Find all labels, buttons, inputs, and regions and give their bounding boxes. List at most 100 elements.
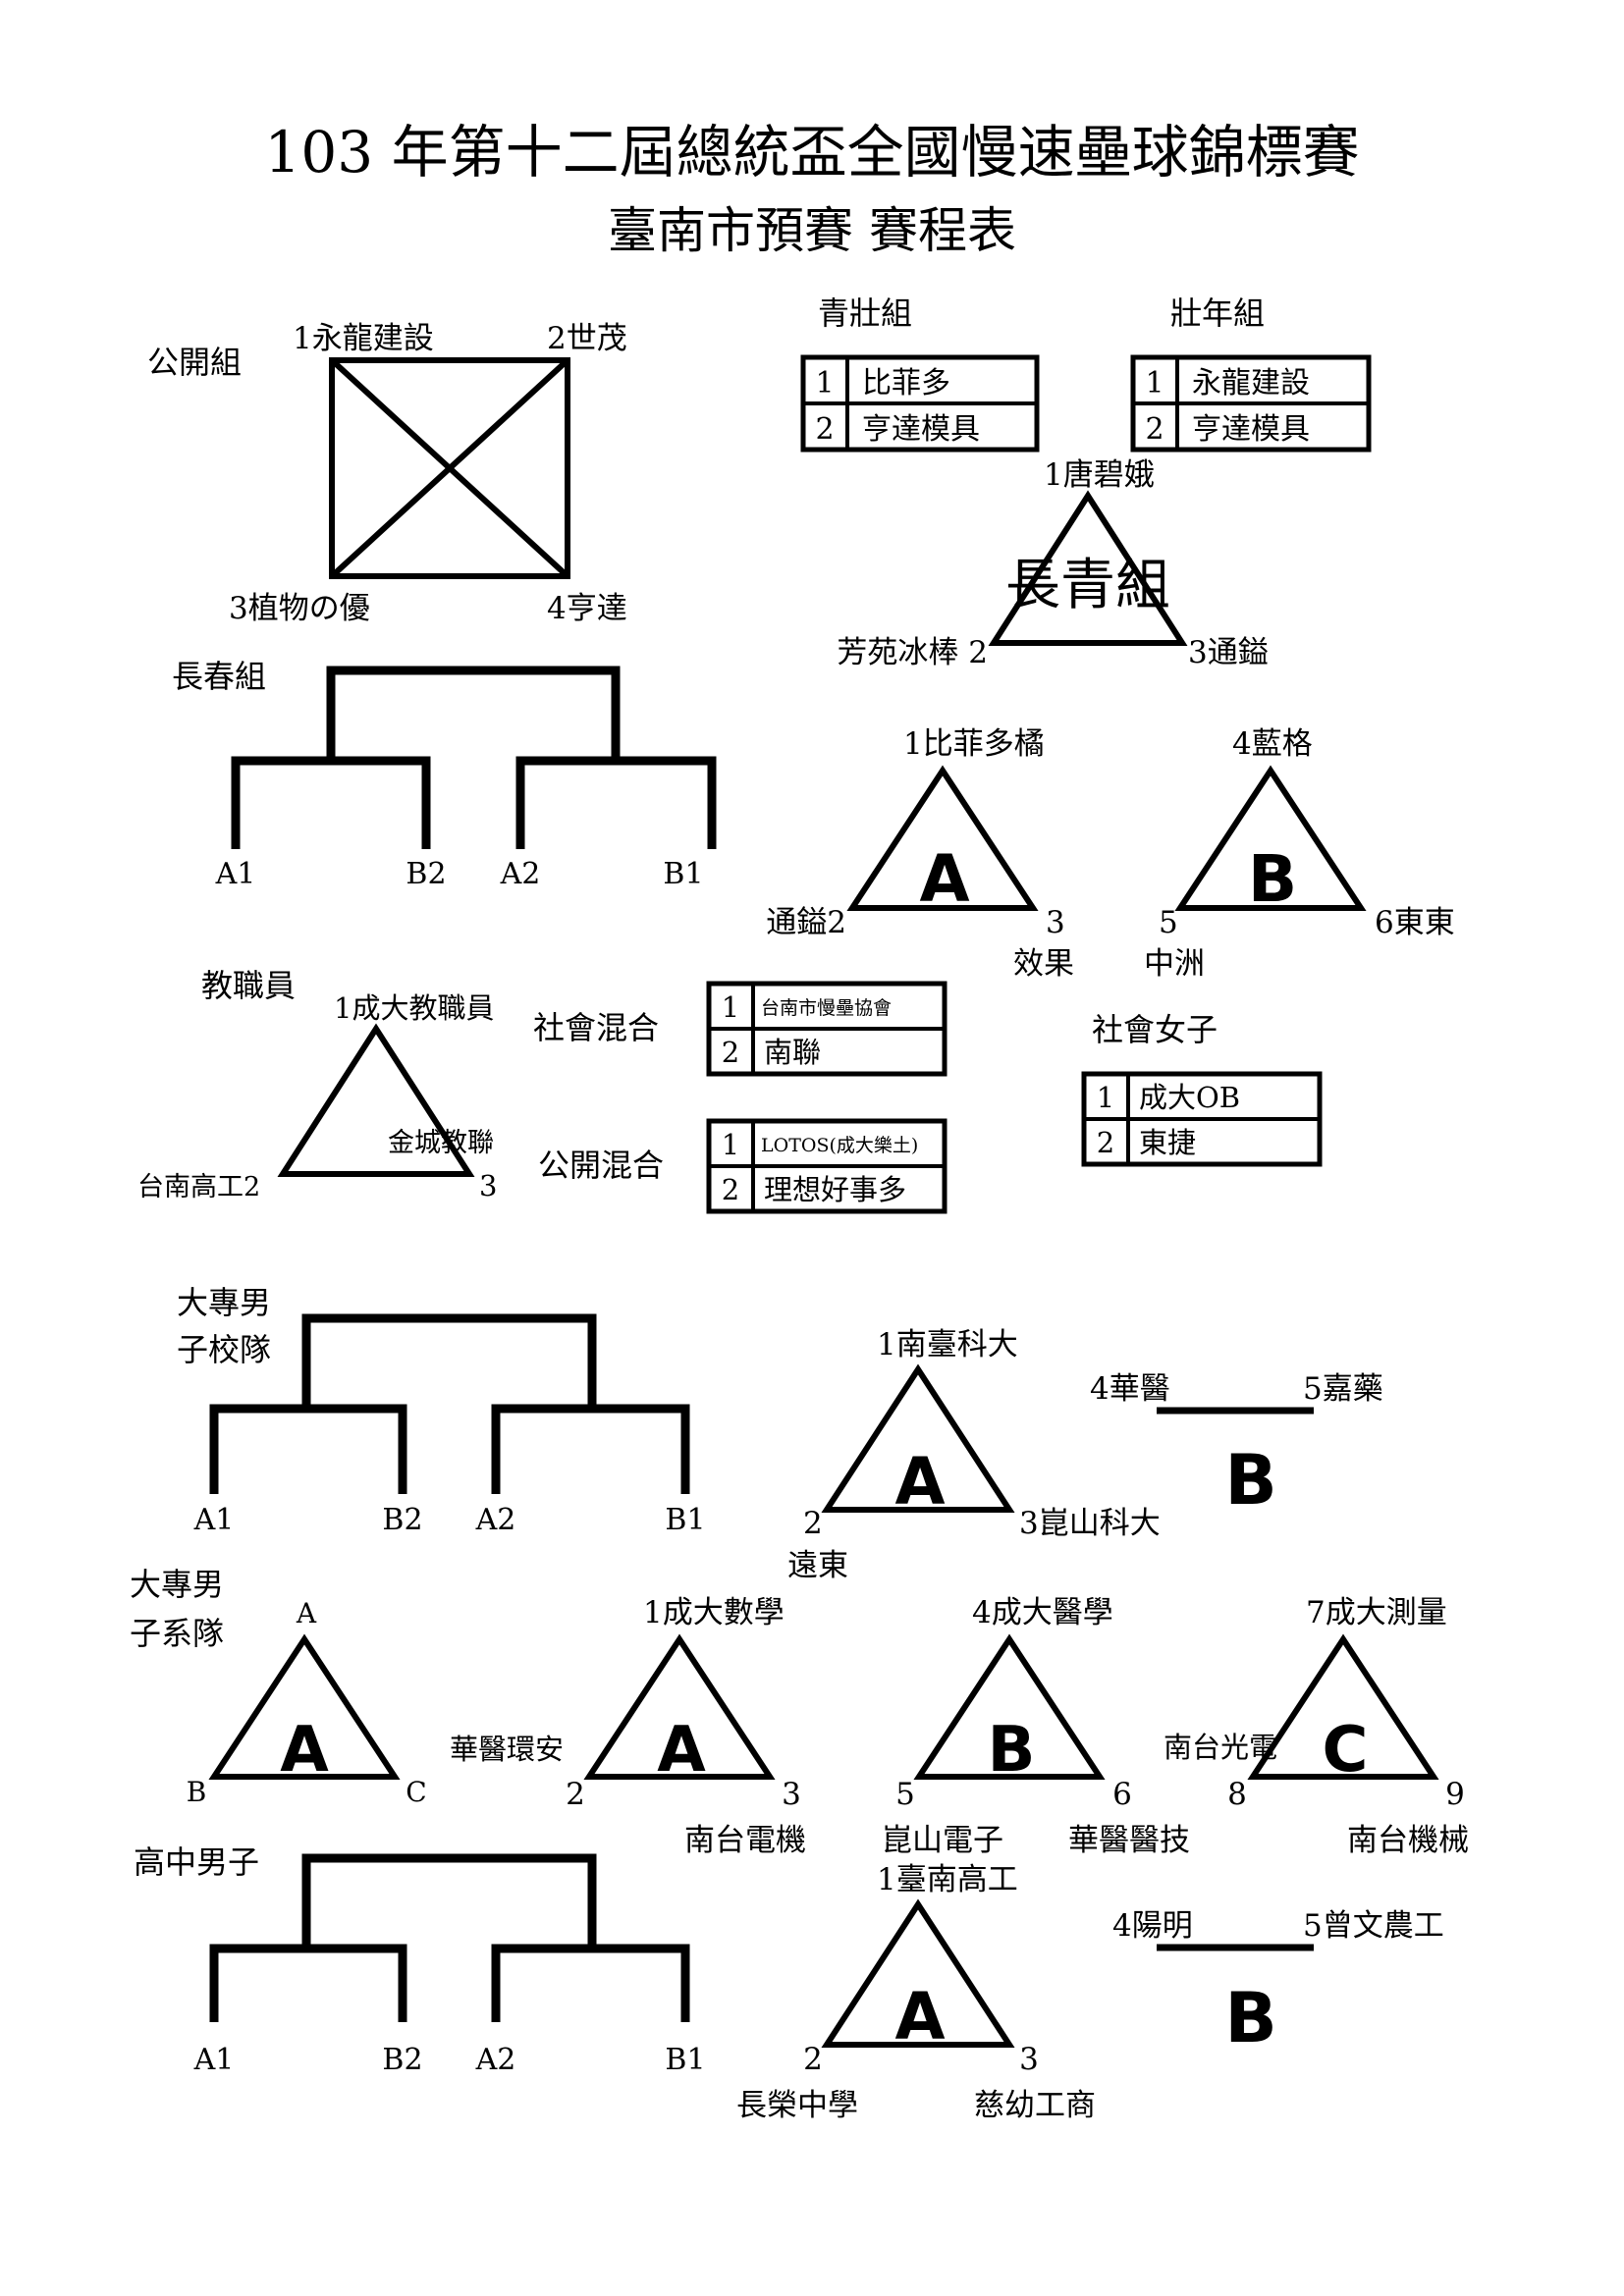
college-men-dept-pool-c-triangle [1247, 1633, 1439, 1780]
college-men-school-pool-a-team-2: 2 [803, 1506, 823, 1541]
open-mixed-seed-2: 2 [722, 1173, 739, 1206]
changchun-pool-a-letter: A [919, 841, 969, 917]
high-school-men-label: 高中男子 [134, 1843, 259, 1881]
evergreen-group-label: 長青組 [1005, 554, 1170, 617]
changchun-pool-a-team-3: 3 [1046, 905, 1065, 940]
changchun-slot-b1: B1 [663, 857, 703, 891]
college-men-dept-pool-a-team-1: 1成大數學 [643, 1595, 785, 1630]
college-men-dept-legend-letter: A [280, 1714, 329, 1787]
high-school-men-slot-b2: B2 [382, 2043, 422, 2077]
college-men-dept-pool-b-team-5-name: 崑山電子 [882, 1823, 1003, 1858]
open-group-team-4: 4亨達 [547, 591, 627, 626]
college-men-school-slot-a1: A1 [193, 1503, 235, 1537]
high-school-men-pool-b-letter: B [1224, 1978, 1276, 2058]
social-women-group: 社會女子 1 成大OB 2 東捷 [1081, 1011, 1323, 1167]
college-men-dept-legend-triangle [208, 1633, 401, 1780]
college-men-school-pool-a-team-1: 1南臺科大 [877, 1327, 1018, 1362]
open-group-team-1: 1永龍建設 [293, 321, 434, 356]
college-men-dept-pool-a-team-2: 2 [566, 1777, 585, 1812]
evergreen-group-team-2: 芳苑冰棒 2 [837, 635, 988, 670]
open-mixed-label: 公開混合 [538, 1147, 664, 1184]
social-mixed-label: 社會混合 [533, 1009, 659, 1046]
high-school-men-pool-b-team-5: 5曾文農工 [1303, 1908, 1444, 1944]
young-group-seed-1: 1 [815, 366, 834, 400]
college-men-school-group: 大專男 子校隊 A1 B2 A2 B1 A 1南臺科大 2 遠東 3崑山科大 4… [177, 1284, 1383, 1583]
college-men-dept-legend-left: B [187, 1776, 207, 1808]
college-men-dept-label-2: 子系隊 [130, 1615, 224, 1652]
faculty-group: 教職員 1成大教職員 台南高工2 3 金城教聯 [137, 967, 497, 1202]
faculty-group-team-2: 台南高工2 [137, 1172, 260, 1202]
high-school-men-slot-a1: A1 [193, 2043, 235, 2077]
changchun-pool-b-letter: B [1248, 841, 1297, 917]
college-men-dept-pool-b-team-6-name: 華醫醫技 [1068, 1823, 1190, 1858]
evergreen-group-team-1: 1唐碧娥 [1044, 457, 1155, 493]
changchun-pool-b-team-5: 5 [1159, 905, 1178, 940]
open-mixed-seed-1: 1 [722, 1128, 739, 1161]
prime-group-label: 壯年組 [1170, 294, 1265, 332]
social-mixed-team-1: 台南市慢壘協會 [761, 997, 892, 1019]
changchun-pool-b-triangle [1174, 765, 1367, 911]
college-men-school-pool-a-triangle [821, 1363, 1015, 1513]
high-school-men-pool-a-team-3-name: 慈幼工商 [974, 2088, 1096, 2123]
faculty-group-team-1: 1成大教職員 [334, 991, 494, 1025]
high-school-men-pool-a-team-2-name: 長榮中學 [736, 2088, 858, 2123]
social-mixed-group: 社會混合 1 台南市慢壘協會 2 南聯 [533, 981, 947, 1077]
college-men-school-pool-a-team-2-name: 遠東 [787, 1548, 848, 1583]
open-group-round-robin-box [329, 357, 570, 579]
high-school-men-pool-a-team-3: 3 [1019, 2042, 1039, 2077]
page-title: 103 年第十二屆總統盃全國慢速壘球錦標賽 [264, 119, 1359, 186]
social-women-seed-2: 2 [1097, 1126, 1114, 1159]
college-men-dept-pool-c-letter: C [1323, 1714, 1369, 1787]
changchun-pool-a-team-3-name: 效果 [1013, 946, 1074, 982]
open-group-label: 公開組 [147, 344, 242, 381]
prime-group-seed-1: 1 [1145, 366, 1164, 400]
open-group-team-2: 2世茂 [547, 321, 627, 356]
changchun-pool-a-team-1: 1比菲多橘 [903, 726, 1045, 762]
social-women-label: 社會女子 [1092, 1011, 1218, 1048]
prime-group-seed-2: 2 [1145, 412, 1164, 447]
high-school-men-pool-a-team-1: 1臺南高工 [877, 1862, 1018, 1897]
college-men-dept-pool-a-letter: A [657, 1714, 706, 1787]
prime-group: 壯年組 1 永龍建設 2 亨達模具 [1130, 294, 1372, 453]
college-men-school-slot-b1: B1 [665, 1503, 705, 1537]
college-men-dept-pool-c-team-8-name: 南台光電 [1164, 1731, 1277, 1764]
college-men-dept-legend-right: C [406, 1776, 426, 1808]
college-men-dept-pool-a-triangle [583, 1633, 776, 1780]
college-men-dept-pool-b-letter: B [988, 1714, 1036, 1787]
young-group-team-2: 亨達模具 [862, 412, 980, 447]
young-group-label: 青壯組 [818, 294, 912, 332]
college-men-dept-pool-c-team-9-name: 南台機械 [1347, 1823, 1469, 1858]
college-men-dept-pool-a-team-3: 3 [782, 1777, 801, 1812]
social-mixed-seed-2: 2 [722, 1036, 739, 1069]
evergreen-group-triangle [988, 490, 1188, 646]
faculty-group-triangle [277, 1023, 475, 1177]
faculty-group-team-3-name: 金城教聯 [388, 1128, 494, 1158]
high-school-men-pool-a-triangle [821, 1898, 1015, 2048]
open-group: 公開組 1永龍建設 2世茂 3植物の優 4亨達 [147, 321, 627, 626]
changchun-group: 長春組 A1 B2 A2 B1 [172, 658, 717, 891]
changchun-pool-b-team-6: 6東東 [1375, 905, 1455, 940]
changchun-slot-a2: A2 [500, 857, 541, 891]
college-men-dept-group: 大專男 子系隊 A A B C A 1成大數學 華醫環安 2 3 南台電機 B … [130, 1566, 1469, 1858]
college-men-school-label-2: 子校隊 [177, 1331, 271, 1368]
college-men-dept-label-1: 大專男 [130, 1566, 224, 1603]
high-school-men-pool-a-letter: A [894, 1979, 945, 2055]
college-men-dept-pool-b-team-4: 4成大醫學 [972, 1595, 1113, 1630]
young-group-team-1: 比菲多 [862, 366, 950, 400]
high-school-men-pool-b-team-4: 4陽明 [1112, 1908, 1193, 1944]
college-men-school-pool-b-letter: B [1224, 1440, 1276, 1521]
social-mixed-team-2: 南聯 [764, 1036, 821, 1069]
college-men-school-pool-b-team-5: 5嘉藥 [1303, 1371, 1383, 1407]
college-men-school-pool-a-letter: A [894, 1444, 945, 1520]
open-mixed-group: 公開混合 1 LOTOS(成大樂土) 2 理想好事多 [538, 1118, 947, 1214]
page-subtitle: 臺南市預賽 賽程表 [608, 202, 1016, 259]
college-men-dept-pool-b-team-5: 5 [895, 1777, 915, 1812]
college-men-school-pool-a-team-3: 3崑山科大 [1019, 1506, 1161, 1541]
college-men-dept-pool-a-team-3-name: 南台電機 [684, 1823, 806, 1858]
changchun-slot-a1: A1 [215, 857, 256, 891]
high-school-men-slot-b1: B1 [665, 2043, 705, 2077]
changchun-group-label: 長春組 [172, 658, 266, 695]
high-school-men-pool-a-team-2: 2 [803, 2042, 823, 2077]
college-men-school-label-1: 大專男 [177, 1284, 271, 1321]
evergreen-group-team-3: 3通鎰 [1188, 635, 1269, 670]
